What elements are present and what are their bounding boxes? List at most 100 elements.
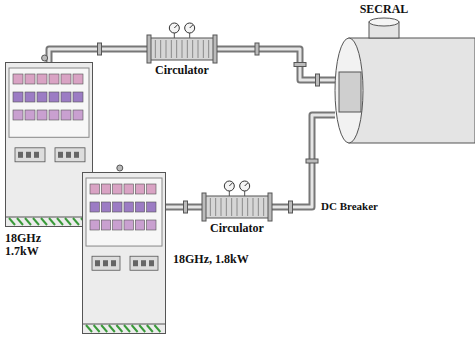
base-stripe <box>57 218 63 225</box>
switch <box>58 152 63 158</box>
cylinder-body <box>349 38 475 143</box>
cabinet-drawing <box>5 62 93 227</box>
power-rating: 18GHz, 1.8kW <box>173 253 249 266</box>
base-stripe <box>124 325 130 332</box>
display-meter <box>25 74 35 84</box>
base-stripe <box>109 325 115 332</box>
cooling-fin <box>237 198 238 216</box>
gauge-needle <box>190 25 193 28</box>
switch <box>149 260 154 266</box>
component-label: Circulator <box>155 64 209 77</box>
cabinet-body <box>6 63 93 227</box>
switch <box>95 260 100 266</box>
gauge-needle <box>229 183 232 186</box>
display-meter <box>124 184 133 194</box>
waveguide <box>166 201 205 213</box>
switch <box>103 260 108 266</box>
display-meter <box>135 220 144 230</box>
display-meter <box>25 110 35 120</box>
display-meter <box>147 202 156 212</box>
base-stripe <box>132 325 138 332</box>
cooling-fin <box>160 40 161 58</box>
display-meter <box>73 92 83 102</box>
gauge-needle <box>245 183 248 186</box>
display-meter <box>124 202 133 212</box>
waveguide <box>214 43 335 86</box>
base-stripe <box>116 325 122 332</box>
flange <box>213 35 217 63</box>
cooling-fin <box>242 198 243 216</box>
cooling-fin <box>182 40 183 58</box>
pressure-gauge <box>185 23 195 33</box>
waveguide-flange <box>316 74 320 86</box>
display-meter <box>61 74 71 84</box>
control-switches <box>15 148 45 162</box>
cooling-fin <box>166 40 167 58</box>
base-stripe <box>101 325 107 332</box>
gauge-stem <box>189 33 190 38</box>
base-stripe <box>154 325 160 332</box>
switch <box>18 152 23 158</box>
cooling-fin <box>192 40 193 58</box>
source-label: SECRAL <box>360 3 409 16</box>
base-stripe <box>65 218 71 225</box>
display-meter <box>101 202 110 212</box>
flange <box>147 35 151 63</box>
top-port-rim <box>369 18 399 26</box>
cooling-fin <box>221 198 222 216</box>
display-meter <box>13 92 23 102</box>
display-meter <box>37 110 47 120</box>
power-supply-cabinet: 18GHz, 1.8kW <box>82 172 166 334</box>
cooling-fin <box>253 198 254 216</box>
waveguide-flange <box>255 43 259 55</box>
cabinet-body <box>83 173 166 334</box>
cooling-fin <box>258 198 259 216</box>
base-edge <box>5 217 93 218</box>
display-meter <box>73 110 83 120</box>
display-meter <box>73 74 83 84</box>
waveguide-bore <box>269 115 335 207</box>
waveguide-flange <box>306 159 318 163</box>
cabinet-drawing <box>82 172 166 334</box>
base-stripe <box>41 218 47 225</box>
pressure-gauge <box>240 181 250 191</box>
cylinder-end <box>335 38 363 143</box>
base-stripe <box>86 325 92 332</box>
display-meter <box>37 74 47 84</box>
display-meter <box>90 220 99 230</box>
display-meter <box>49 92 59 102</box>
cooling-fin <box>247 198 248 216</box>
waveguide-wall <box>269 115 335 207</box>
circulator-body <box>205 196 269 218</box>
ion-source: SECRAL <box>335 38 475 143</box>
display-meter <box>124 220 133 230</box>
output-port <box>42 55 48 61</box>
cabinet-panel <box>9 68 89 137</box>
switch <box>66 152 71 158</box>
circulator-body <box>150 38 214 60</box>
display-meter <box>147 220 156 230</box>
secral-drawing <box>335 38 475 143</box>
cooling-fin <box>263 198 264 216</box>
waveguide <box>49 43 150 62</box>
gauge-stem <box>244 191 245 196</box>
control-switches <box>92 256 120 270</box>
cooling-fin <box>231 198 232 216</box>
switch <box>26 152 31 158</box>
display-meter <box>25 92 35 102</box>
display-meter <box>61 92 71 102</box>
switch <box>74 152 79 158</box>
base-stripe <box>94 325 100 332</box>
display-meter <box>135 202 144 212</box>
display-meter <box>113 184 122 194</box>
power-supply-cabinet: 18GHz 1.7kW <box>5 62 93 227</box>
cooling-fin <box>226 198 227 216</box>
base-stripe <box>33 218 39 225</box>
display-meter <box>37 92 47 102</box>
base-stripe <box>49 218 55 225</box>
circulator-drawing <box>150 38 214 60</box>
flange <box>202 193 206 221</box>
base-stripe <box>17 218 23 225</box>
switch <box>111 260 116 266</box>
